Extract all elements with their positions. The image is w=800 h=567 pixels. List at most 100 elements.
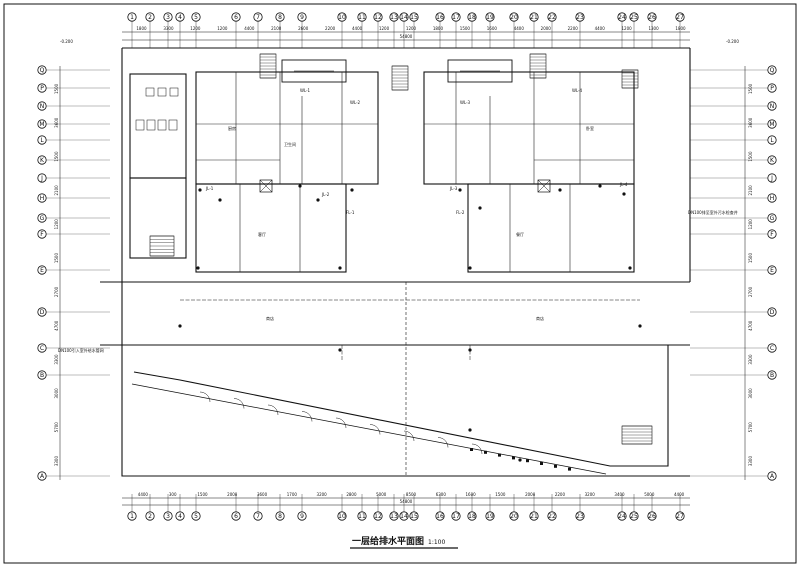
- axis-bottom-21-circle: [529, 511, 539, 521]
- axis-top-15-circle: [409, 12, 419, 22]
- axis-right-B-label: B: [770, 372, 774, 379]
- unit-left: [195, 71, 379, 185]
- axis-top-6-label: 6: [234, 14, 238, 21]
- axis-left-A-label: A: [40, 473, 45, 480]
- axis-bottom-22-label: 22: [548, 513, 556, 520]
- dim-top-value: 1800: [675, 26, 686, 31]
- axis-bottom-25-label: 25: [630, 513, 638, 520]
- axis-top-6: 6: [231, 12, 241, 22]
- column-mark: [554, 464, 557, 468]
- axis-left-M-label: M: [39, 121, 44, 128]
- axis-top-2-label: 2: [148, 14, 152, 21]
- axis-top-7-label: 7: [256, 14, 260, 21]
- axis-right-E-circle: [767, 265, 777, 275]
- dim-right-value: 3300: [748, 354, 753, 365]
- axis-left-Q-circle: [37, 65, 47, 75]
- pipe-riser: [458, 188, 462, 192]
- axis-top-25-circle: [629, 12, 639, 22]
- axis-bottom-13: 13: [389, 511, 399, 521]
- pipe-riser: [298, 184, 302, 188]
- elevator: [537, 179, 551, 193]
- axis-bottom-16-circle: [435, 511, 445, 521]
- axis-right-K-label: K: [770, 157, 775, 164]
- axis-top-24: 24: [617, 12, 627, 22]
- axis-left-L: L: [37, 135, 47, 145]
- toilet-fixture: [168, 119, 178, 131]
- elevator: [259, 179, 273, 193]
- axis-bottom-17: 17: [451, 511, 461, 521]
- axis-top-1-circle: [127, 12, 137, 22]
- axis-right-L-circle: [767, 135, 777, 145]
- room-labels: 厨房卫生间客厅餐厅卧室商店商店: [228, 125, 594, 321]
- stair-shop-frame: [621, 425, 653, 445]
- axis-bottom-27-label: 27: [676, 513, 684, 520]
- axis-left-E-circle: [37, 265, 47, 275]
- axis-left-F: F: [37, 229, 47, 239]
- axis-bottom-2: 2: [145, 511, 155, 521]
- axis-bottom-14: 14: [399, 511, 409, 521]
- axis-top-12-label: 12: [374, 14, 382, 21]
- axis-top-10-circle: [337, 12, 347, 22]
- axis-bottom-3: 3: [163, 511, 173, 521]
- axis-bottom-16-label: 16: [436, 513, 444, 520]
- axis-top-17-circle: [451, 12, 461, 22]
- axis-bottom-8: 8: [275, 511, 285, 521]
- axis-left-L-label: L: [40, 137, 44, 144]
- axis-left-G-label: G: [40, 215, 45, 222]
- pipe-riser: [468, 348, 472, 352]
- dim-left-value: 1500: [54, 83, 59, 94]
- dim-right-value: 4700: [748, 320, 753, 331]
- axis-left-M-circle: [37, 119, 47, 129]
- axis-top-23: 23: [575, 12, 585, 22]
- axis-left-F-circle: [37, 229, 47, 239]
- axis-top-7: 7: [253, 12, 263, 22]
- dim-left-value: 3000: [54, 388, 59, 399]
- dim-top-value: 2100: [271, 26, 282, 31]
- axis-top-15: 15: [409, 12, 419, 22]
- elevator-x: [259, 179, 273, 193]
- axis-bottom-12-circle: [373, 511, 383, 521]
- dim-left-value: 1200: [54, 219, 59, 230]
- axis-left-D: D: [37, 307, 47, 317]
- axis-right-C-circle: [767, 343, 777, 353]
- axis-bottom-5-label: 5: [194, 513, 198, 520]
- dim-bottom-value: 8500: [406, 492, 417, 497]
- axis-bottom-6-circle: [231, 511, 241, 521]
- pipe-riser: [178, 324, 182, 328]
- axis-bottom-14-circle: [399, 511, 409, 521]
- axis-top-23-circle: [575, 12, 585, 22]
- axis-bottom-13-circle: [389, 511, 399, 521]
- axis-right-F: F: [767, 229, 777, 239]
- axis-right-J: J: [767, 173, 777, 183]
- axis-bottom-4-label: 4: [178, 513, 182, 520]
- door-arc: [437, 437, 449, 448]
- dim-bottom-value: 3400: [614, 492, 625, 497]
- axis-left-C: C: [37, 343, 47, 353]
- axis-bottom-1: 1: [127, 511, 137, 521]
- axis-right-E: E: [767, 265, 777, 275]
- axis-top-16-circle: [435, 12, 445, 22]
- dim-bottom-value: 6300: [436, 492, 447, 497]
- room-label: 商店: [266, 315, 274, 321]
- axis-left-G-circle: [37, 213, 47, 223]
- dim-bottom-value: 3600: [257, 492, 268, 497]
- axis-bottom-18-circle: [467, 511, 477, 521]
- axis-top-4: 4: [175, 12, 185, 22]
- axis-right-L-label: L: [770, 137, 774, 144]
- axis-bottom-2-circle: [145, 511, 155, 521]
- axis-right-G-circle: [767, 213, 777, 223]
- pipe-riser: [338, 266, 342, 270]
- axis-top-14-label: 14: [400, 14, 408, 21]
- stair-block: [129, 177, 187, 259]
- pipe-tag: JL-3: [449, 186, 458, 191]
- axis-top-27-circle: [675, 12, 685, 22]
- axis-top-19: 19: [485, 12, 495, 22]
- axis-right-G-label: G: [770, 215, 775, 222]
- axis-left-C-circle: [37, 343, 47, 353]
- dim-right-value: 1500: [748, 253, 753, 264]
- axis-right-F-label: F: [770, 231, 774, 238]
- room-label: 商店: [536, 315, 544, 321]
- pipe-riser: [638, 324, 642, 328]
- dim-top-value: 2200: [568, 26, 579, 31]
- axis-left-F-label: F: [40, 231, 44, 238]
